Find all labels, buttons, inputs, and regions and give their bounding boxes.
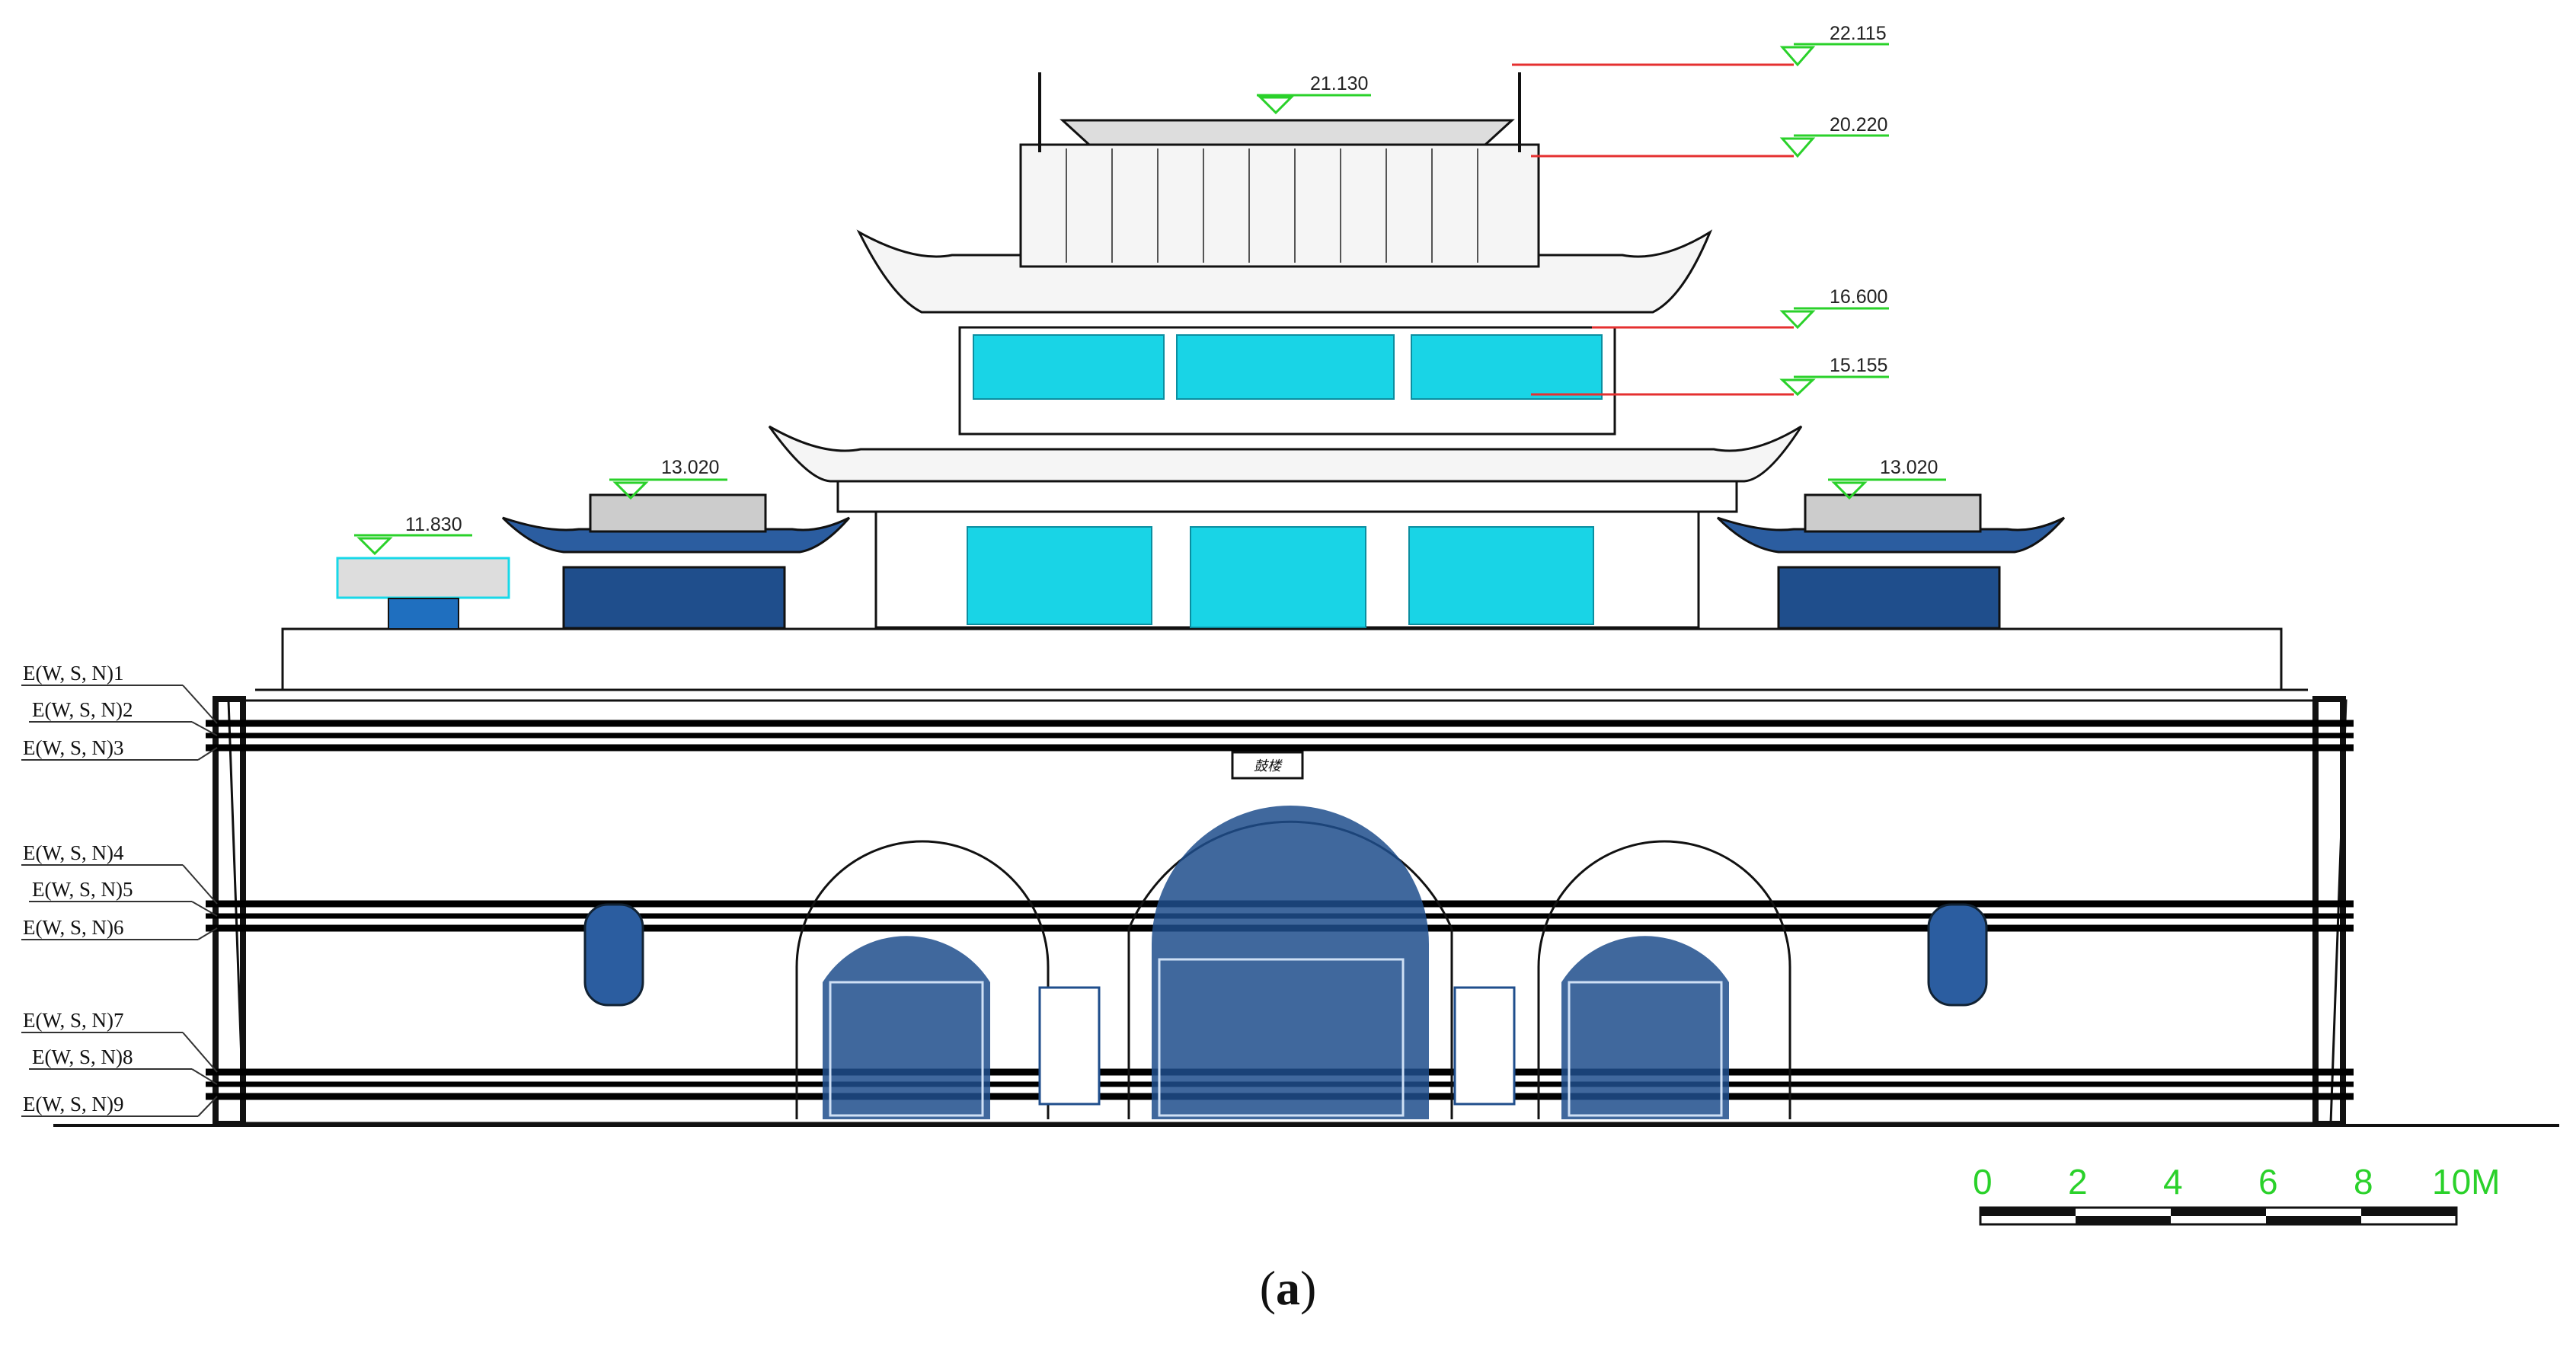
axis-label: E(W, S, N)8 (32, 1045, 133, 1068)
terrace-platform (255, 627, 2308, 701)
gate-center (1127, 806, 1453, 1119)
gate-left (795, 840, 1050, 1119)
caption-letter: a (1276, 1261, 1300, 1315)
plaque-label: 鼓楼 (1254, 758, 1283, 774)
elevation-label: 22.115 (1830, 23, 1887, 44)
axis-label: E(W, S, N)7 (23, 1009, 124, 1032)
gate-right (1537, 840, 1791, 1119)
elevation-label: 20.220 (1830, 114, 1887, 136)
scale-label: 10M (2432, 1162, 2500, 1202)
figure-caption: (a) (0, 1260, 2576, 1316)
axis-label: E(W, S, N)3 (23, 736, 124, 759)
main-tower (768, 72, 1803, 629)
elevation-marker-13-020-right: 13.020 (1828, 457, 1946, 500)
scale-label: 0 (1973, 1162, 1993, 1202)
wall-side-windows (583, 903, 1988, 1007)
scale-label: 4 (2163, 1162, 2183, 1202)
elevation-marker-20-220: 20.220 (1531, 114, 1889, 158)
name-plaque: 鼓楼 (1231, 751, 1304, 780)
axis-label: E(W, S, N)1 (23, 662, 124, 685)
pavilion-right (1716, 493, 2066, 630)
caption-open-paren: ( (1259, 1261, 1276, 1315)
axis-label-group (21, 685, 218, 1117)
elevation-label: 16.600 (1830, 286, 1887, 308)
elevation-marker-21-130: 21.130 (1257, 73, 1371, 115)
elevation-marker-15-155: 15.155 (1531, 355, 1889, 397)
elevation-marker-16-600: 16.600 (1592, 286, 1889, 330)
elevation-marker-13-020-left: 13.020 (609, 457, 727, 500)
elevation-marker-11-830: 11.830 (354, 514, 472, 556)
axis-label: E(W, S, N)4 (23, 841, 124, 864)
caption-close-paren: ) (1300, 1261, 1317, 1315)
scale-label: 6 (2258, 1162, 2278, 1202)
scale-label: 2 (2068, 1162, 2088, 1202)
scale-bar (1979, 1206, 2458, 1226)
small-pavilion (336, 557, 510, 630)
gate-side-panels (1038, 986, 1516, 1106)
axis-label: E(W, S, N)2 (32, 698, 133, 721)
pavilion-left (501, 493, 851, 630)
scale-label: 8 (2354, 1162, 2373, 1202)
elevation-label: 13.020 (1880, 457, 1938, 478)
elevation-label: 11.830 (405, 514, 462, 535)
axis-label: E(W, S, N)9 (23, 1093, 124, 1115)
axis-label: E(W, S, N)6 (23, 916, 124, 939)
elevation-label: 13.020 (661, 457, 719, 478)
elevation-marker-22-115: 22.115 (1512, 23, 1889, 67)
elevation-label: 15.155 (1830, 355, 1887, 376)
elevation-label: 21.130 (1310, 73, 1368, 94)
axis-label: E(W, S, N)5 (32, 878, 133, 901)
